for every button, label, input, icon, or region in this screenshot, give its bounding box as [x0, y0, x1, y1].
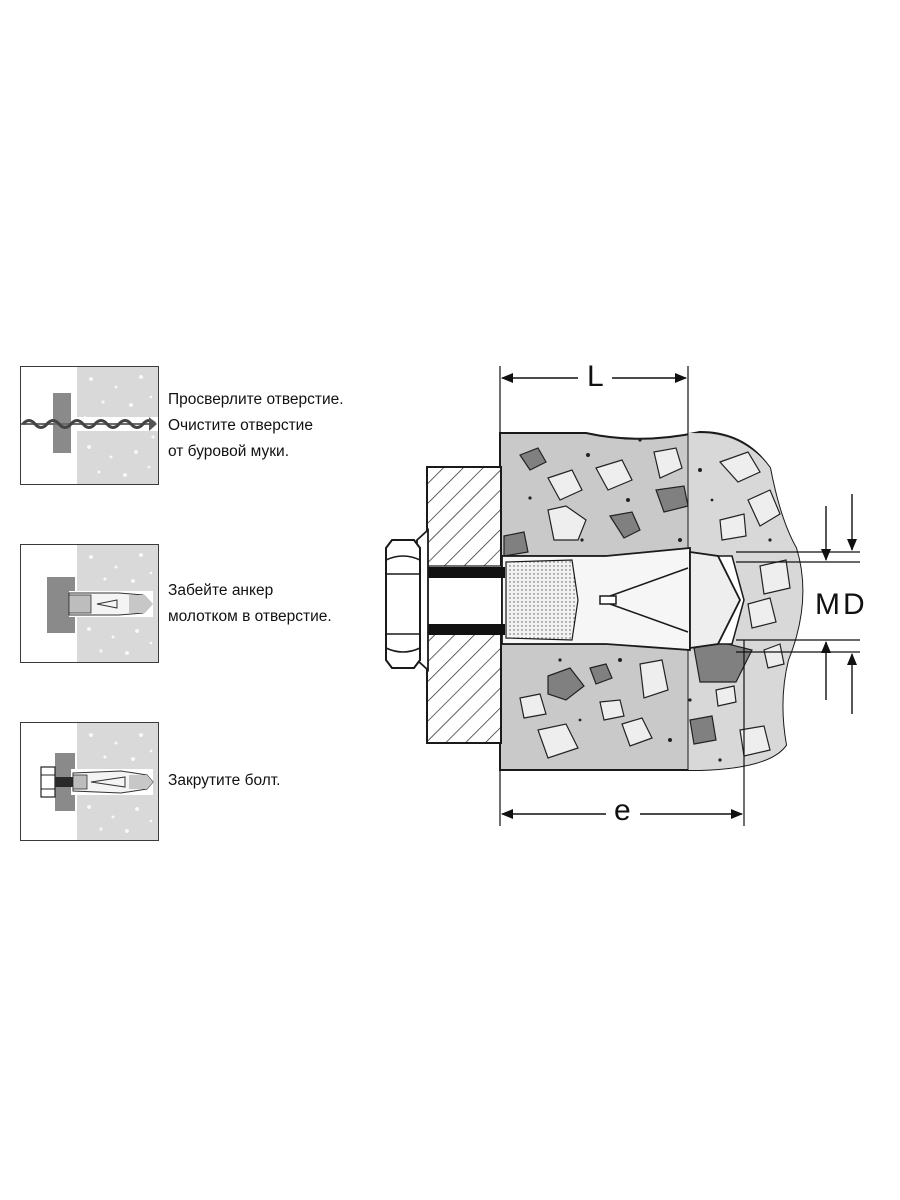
dim-label-D: D: [843, 588, 865, 621]
anchor-wedge-line-bottom: [609, 603, 689, 633]
bolt-shank-top: [425, 567, 505, 578]
bolt-head-face-bottom: [385, 647, 421, 653]
step-1-drill-bit: [21, 419, 157, 429]
dim-label-L: L: [587, 360, 604, 393]
step-1-illustration: [20, 366, 159, 485]
step-1-line-3: от буровой муки.: [168, 443, 290, 460]
bolt-head-face-top: [385, 555, 421, 561]
step-2-anchor-cone: [68, 594, 92, 614]
step-2-illustration: [20, 544, 159, 663]
step-2-concrete-speckles: [87, 553, 153, 655]
anchor-wedge-line-top: [609, 567, 689, 597]
step-3-illustration: [20, 722, 159, 841]
step-2-line-1: Забейте анкер: [168, 582, 274, 599]
dim-label-M: M: [815, 588, 840, 621]
bolt-shank-bottom: [425, 624, 505, 635]
bolt-head: [385, 539, 421, 669]
step-2-line-2: молотком в отверстие.: [168, 608, 332, 625]
step-2-anchor-tip: [129, 595, 153, 613]
step-3-line-1: Закрутите болт.: [168, 772, 281, 789]
concrete-aggregate: [503, 447, 791, 759]
step-3-anchor-wedge: [90, 776, 126, 788]
step-3-text: Закрутите болт.: [168, 768, 280, 794]
step-1-line-1: Просверлите отверстие.: [168, 391, 344, 408]
step-3-bolt-shank: [55, 777, 73, 787]
anchor-knurled-cone: [505, 559, 579, 641]
concrete-small-stones: [528, 438, 772, 762]
step-1-concrete-speckles: [83, 375, 155, 477]
step-3-concrete-speckles: [87, 733, 153, 833]
step-3-anchor-tip: [129, 775, 153, 789]
step-2-anchor-slot: [96, 599, 118, 609]
step-2-text: Забейте анкер молотком в отверстие.: [168, 578, 332, 630]
step-1-text: Просверлите отверстие. Очистите отверсти…: [168, 387, 344, 465]
anchor-slot: [599, 595, 617, 605]
step-1-line-2: Очистите отверстие: [168, 417, 313, 434]
anchor-cone-tip: [689, 550, 742, 650]
step-1-drill-tip: [149, 417, 157, 431]
dim-label-e: e: [614, 794, 631, 827]
